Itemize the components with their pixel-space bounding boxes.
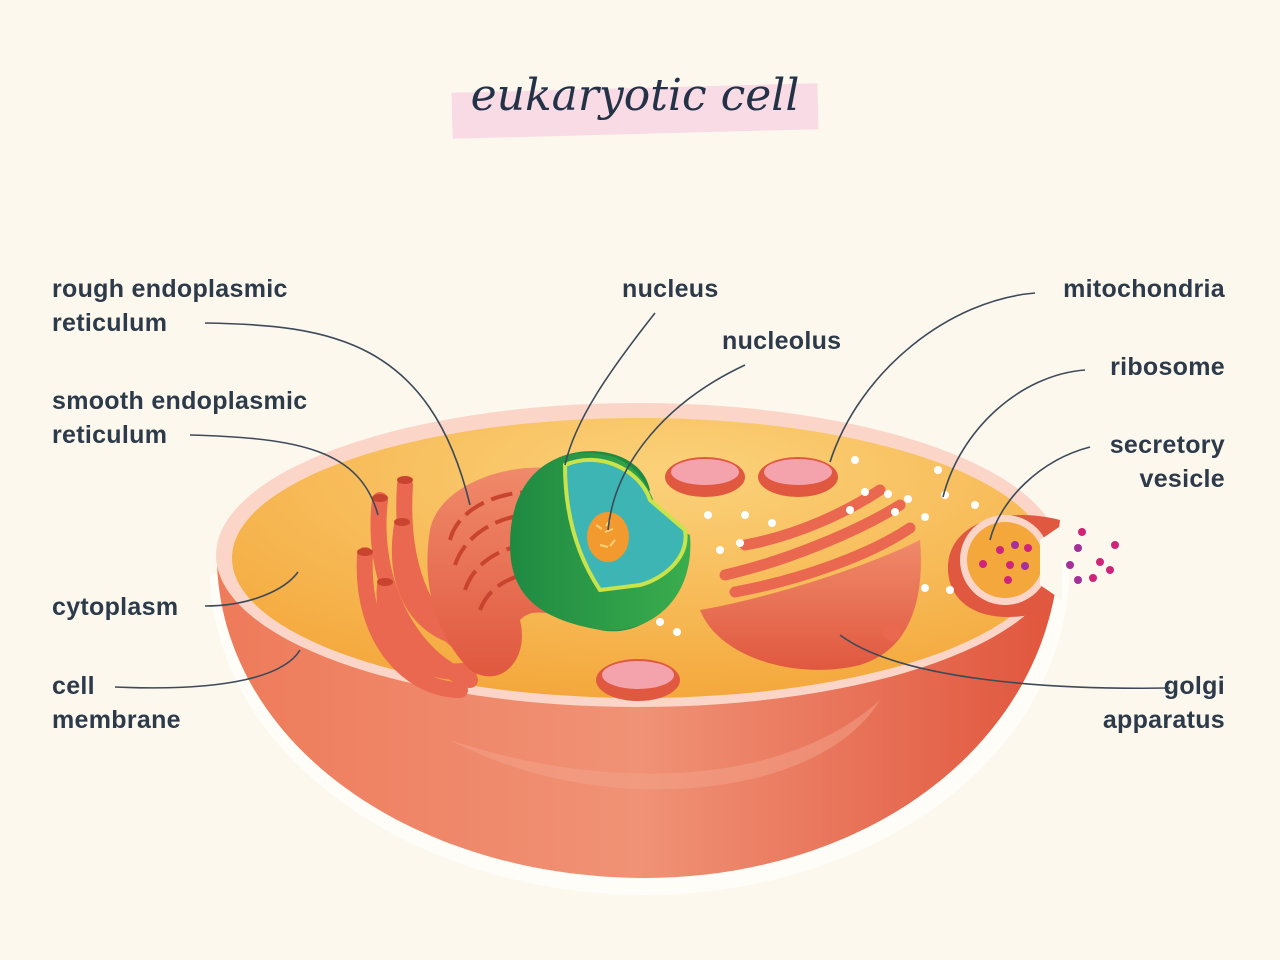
leader-cell-membrane (114, 649, 301, 689)
label-line: rough endoplasmic (52, 275, 288, 303)
label-nucleolus: nucleolus (722, 327, 842, 355)
label-line: cell (52, 672, 95, 700)
leader-rough-er (204, 322, 471, 506)
label-line: reticulum (52, 309, 168, 337)
label-line: smooth endoplasmic (52, 387, 308, 415)
vesicle-particles (979, 528, 1119, 584)
label-secretory-vesicle: secretory vesicle (1110, 428, 1225, 496)
leader-secretory-vesicle (989, 446, 1091, 541)
leader-nucleolus (607, 364, 746, 531)
golgi-apparatus (700, 484, 921, 670)
leader-mitochondria (829, 292, 1036, 463)
leader-ribosome (942, 369, 1086, 498)
label-mitochondria: mitochondria (1063, 275, 1225, 303)
bowl-highlight (450, 700, 880, 790)
leader-golgi (839, 634, 1171, 690)
label-golgi: golgi apparatus (1103, 669, 1225, 737)
label-line: vesicle (1139, 465, 1225, 493)
nucleolus (587, 512, 629, 562)
leader-lines (114, 292, 1171, 690)
label-line: apparatus (1102, 706, 1225, 734)
label-cytoplasm: cytoplasm (52, 593, 179, 621)
leader-nucleus (564, 312, 656, 466)
leader-cytoplasm (204, 571, 299, 607)
label-ribosome: ribosome (1110, 353, 1225, 381)
label-cell-membrane: cell membrane (52, 669, 181, 737)
ribosomes (656, 456, 979, 636)
label-smooth-er: smooth endoplasmic reticulum (52, 384, 307, 452)
mitochondria (596, 457, 838, 701)
cell-membrane-bowl (217, 540, 1060, 878)
label-line: secretory (1109, 431, 1225, 459)
label-line: membrane (52, 706, 181, 734)
leader-smooth-er (189, 434, 379, 516)
label-line: reticulum (52, 421, 168, 449)
label-line: golgi (1163, 672, 1225, 700)
diagram-title: eukaryotic cell (470, 70, 800, 121)
label-rough-er: rough endoplasmic reticulum (52, 272, 288, 340)
label-nucleus: nucleus (622, 275, 719, 303)
